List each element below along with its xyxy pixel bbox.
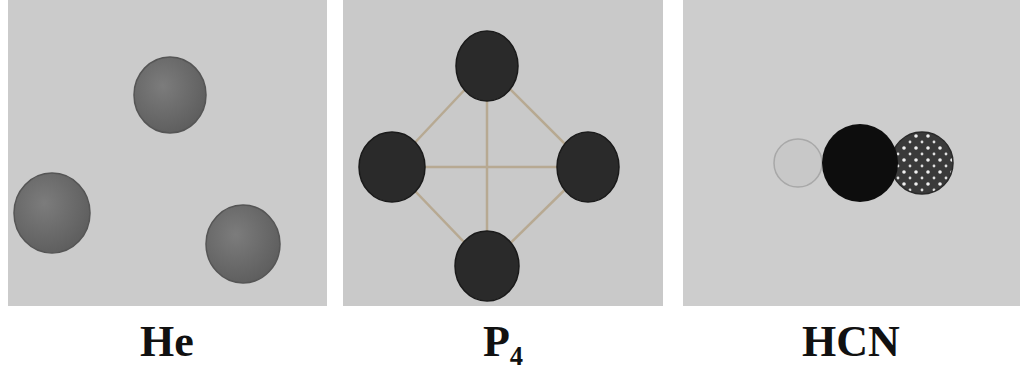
molecule-label: He — [140, 318, 194, 366]
molecule-label: HCN — [802, 318, 900, 366]
hcn-atoms — [774, 124, 953, 202]
molecule-label: P₄ — [483, 318, 523, 366]
panel — [683, 0, 1020, 306]
phosphorus-atoms — [359, 31, 619, 301]
panel — [343, 0, 663, 306]
panel — [8, 0, 327, 306]
helium-atoms — [14, 57, 280, 283]
